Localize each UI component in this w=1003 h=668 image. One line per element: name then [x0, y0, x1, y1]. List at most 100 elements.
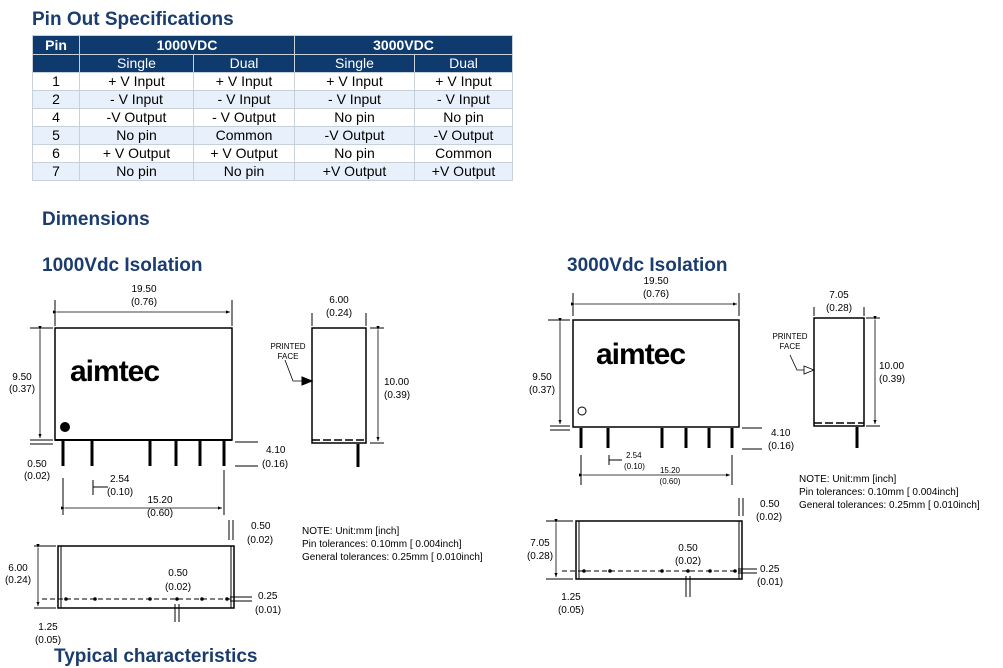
pin-function-cell: - V Input [414, 90, 513, 109]
pin-function-cell: +V Output [294, 162, 415, 181]
pin1-marker-dot [60, 422, 70, 432]
pin-number-cell: 7 [32, 162, 80, 181]
printed-face-arrow [803, 365, 816, 375]
pin-function-cell: No pin [193, 162, 295, 181]
isolation-3000-title: 3000Vdc Isolation [567, 255, 728, 276]
dim-label: 15.20 [147, 495, 172, 506]
pin-function-cell: No pin [79, 162, 194, 181]
bottom-view-3000 [546, 498, 757, 597]
printed-face-label: FACE [780, 342, 801, 351]
dim-label: (0.24) [326, 308, 352, 319]
note-units: NOTE: Unit:mm [inch] [799, 474, 896, 485]
dim-label: (0.05) [558, 605, 584, 616]
dim-label: (0.76) [643, 289, 669, 300]
dim-label: (0.02) [165, 582, 191, 593]
dim-label: (0.60) [147, 508, 173, 519]
note-pin-tolerance: Pin tolerances: 0.10mm [ 0.004inch] [302, 539, 462, 550]
dim-label: (0.10) [624, 462, 645, 471]
note-general-tolerance: General tolerances: 0.25mm [ 0.010inch] [302, 552, 483, 563]
pins [579, 428, 734, 448]
pin-number-cell: 1 [32, 72, 80, 91]
printed-face-label: PRINTED [270, 342, 305, 351]
note-general-tolerance: General tolerances: 0.25mm [ 0.010inch] [799, 500, 980, 511]
front-view-3000 [548, 293, 762, 485]
dim-label: (0.16) [262, 459, 288, 470]
dimensions-section-title: Dimensions [42, 209, 150, 230]
dim-label: (0.02) [756, 512, 782, 523]
header-group-3000vdc: 3000VDC [294, 35, 513, 55]
pin-function-cell: +V Output [414, 162, 513, 181]
dim-label: 4.10 [266, 445, 286, 456]
dim-label: 19.50 [643, 276, 668, 287]
dim-label: 0.50 [760, 499, 780, 510]
dim-label: (0.01) [255, 605, 281, 616]
dim-label: (0.39) [384, 390, 410, 401]
pin-function-cell: + V Input [79, 72, 194, 91]
dim-label: 0.50 [168, 568, 188, 579]
subheader: Single [294, 54, 415, 73]
dim-label: 2.54 [626, 451, 642, 460]
pin-function-cell: - V Input [294, 90, 415, 109]
dim-label: (0.39) [879, 374, 905, 385]
dim-label: 7.05 [829, 290, 849, 301]
pin1-marker-circle [577, 406, 587, 416]
dim-label: 0.25 [760, 564, 780, 575]
front-view-1000 [30, 300, 258, 515]
side-view-1000 [284, 313, 384, 467]
pin-number-cell: 4 [32, 108, 80, 127]
pin-dots [64, 597, 229, 601]
subheader: Dual [193, 54, 295, 73]
dim-label: (0.02) [675, 556, 701, 567]
pinout-table: Pin 1000VDC 3000VDC Single Dual Single D… [32, 35, 513, 181]
dim-label: 6.00 [329, 295, 349, 306]
dim-label: (0.01) [757, 577, 783, 588]
pin-function-cell: Common [414, 144, 513, 163]
dim-label: (0.76) [131, 297, 157, 308]
dim-label: 0.50 [678, 543, 698, 554]
pin-dots [582, 569, 737, 573]
pin-function-cell: - V Output [193, 108, 295, 127]
dim-label: (0.60) [660, 477, 681, 486]
pinout-section-title: Pin Out Specifications [32, 9, 234, 30]
isolation-1000-title: 1000Vdc Isolation [42, 255, 203, 276]
dim-label: (0.28) [826, 303, 852, 314]
dim-label: (0.16) [768, 441, 794, 452]
dim-label: 0.50 [251, 521, 271, 532]
side-view-3000 [789, 307, 880, 448]
printed-face-arrow [301, 376, 314, 386]
dim-label: (0.37) [9, 384, 35, 395]
dim-label: 6.00 [8, 563, 28, 574]
pin-function-cell: -V Output [294, 126, 415, 145]
dim-label: 10.00 [384, 377, 409, 388]
pin-function-cell: + V Input [294, 72, 415, 91]
pin-function-cell: -V Output [79, 108, 194, 127]
dim-label: (0.05) [35, 635, 61, 646]
dim-label: 9.50 [532, 372, 552, 383]
pin-function-cell: + V Input [193, 72, 295, 91]
pin-function-cell: + V Output [79, 144, 194, 163]
aimtec-logo: aimtec [596, 338, 685, 371]
dim-label: 10.00 [879, 361, 904, 372]
dim-label: (0.37) [529, 385, 555, 396]
note-units: NOTE: Unit:mm [inch] [302, 526, 399, 537]
table-row: 1+ V Input+ V Input+ V Input+ V Input [32, 72, 513, 91]
dim-label: 19.50 [131, 284, 156, 295]
typical-characteristics-title: Typical characteristics [54, 646, 258, 667]
pin-function-cell: Common [193, 126, 295, 145]
dim-label: (0.02) [247, 535, 273, 546]
aimtec-logo: aimtec [70, 355, 159, 388]
bottom-view-1000 [34, 520, 252, 622]
dim-label: 1.25 [561, 592, 581, 603]
pins [61, 441, 226, 466]
dim-label: 0.25 [258, 591, 278, 602]
dim-label: 15.20 [660, 466, 681, 475]
subheader: Single [79, 54, 194, 73]
header-pin: Pin [32, 35, 80, 55]
dim-label: (0.02) [24, 471, 50, 482]
dim-label: (0.24) [5, 575, 31, 586]
note-pin-tolerance: Pin tolerances: 0.10mm [ 0.004inch] [799, 487, 959, 498]
dim-label: 9.50 [12, 372, 32, 383]
